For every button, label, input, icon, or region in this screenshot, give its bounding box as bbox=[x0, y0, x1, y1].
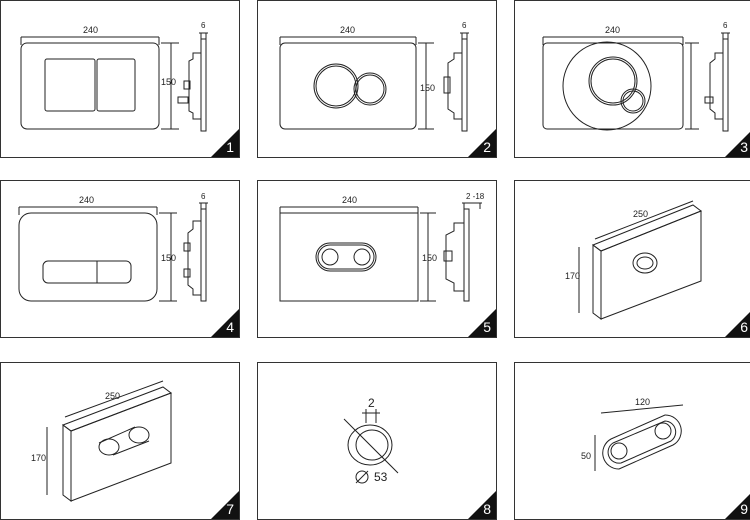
panel-8-number: 8 bbox=[483, 501, 491, 517]
panel-7-height-label: 170 bbox=[31, 453, 46, 463]
panel-3: 240 6 3 bbox=[514, 0, 750, 158]
panel-5-height-label: 150 bbox=[422, 253, 437, 263]
panel-1-height-label: 150 bbox=[161, 77, 176, 87]
panel-8-number-badge: 8 bbox=[468, 491, 496, 519]
panel-2: 240 150 6 2 bbox=[257, 0, 497, 158]
panel-2-drawing: 240 150 6 bbox=[279, 21, 469, 132]
panel-6-number-badge: 6 bbox=[725, 309, 750, 337]
panel-8-drawing: 2 53 bbox=[343, 396, 399, 484]
panel-9-height-label: 50 bbox=[581, 451, 591, 461]
panel-2-number: 2 bbox=[483, 139, 491, 155]
panel-7: 250 170 7 bbox=[0, 362, 240, 520]
panel-3-width-label: 240 bbox=[605, 25, 620, 35]
panel-3-drawing: 240 6 bbox=[542, 21, 730, 132]
panel-1-width-label: 240 bbox=[83, 25, 98, 35]
panel-5-number-badge: 5 bbox=[468, 309, 496, 337]
panel-1-depth-label: 6 bbox=[201, 21, 206, 30]
panel-6: 250 170 6 bbox=[514, 180, 750, 338]
panel-2-depth-label: 6 bbox=[462, 21, 467, 30]
panel-2-height-label: 150 bbox=[420, 83, 435, 93]
panel-8-thickness-label: 2 bbox=[368, 396, 375, 410]
panel-7-drawing: 250 170 bbox=[31, 380, 173, 502]
panel-2-width-label: 240 bbox=[340, 25, 355, 35]
panel-1-number: 1 bbox=[226, 139, 234, 155]
panel-9-number-badge: 9 bbox=[725, 491, 750, 519]
panel-9: 120 50 9 bbox=[514, 362, 750, 520]
panel-5-drawing: 240 150 2 -18 bbox=[279, 192, 485, 302]
panel-4: 240 150 6 4 bbox=[0, 180, 240, 338]
panel-7-number: 7 bbox=[226, 501, 234, 517]
panel-5-number: 5 bbox=[483, 319, 491, 335]
panel-6-height-label: 170 bbox=[565, 271, 580, 281]
panel-5-width-label: 240 bbox=[342, 195, 357, 205]
panel-7-number-badge: 7 bbox=[211, 491, 239, 519]
panel-3-number-badge: 3 bbox=[725, 129, 750, 157]
panel-2-number-badge: 2 bbox=[468, 129, 496, 157]
panel-4-number: 4 bbox=[226, 319, 234, 335]
panel-5: 240 150 2 -18 5 bbox=[257, 180, 497, 338]
panel-8-diameter-label: 53 bbox=[374, 470, 388, 484]
panel-3-depth-label: 6 bbox=[723, 21, 728, 30]
panel-4-depth-label: 6 bbox=[201, 192, 206, 201]
panel-6-width-label: 250 bbox=[633, 209, 648, 219]
panel-9-number: 9 bbox=[740, 501, 748, 517]
panel-9-drawing: 120 50 bbox=[581, 397, 684, 471]
panel-1-drawing: 240 150 6 bbox=[20, 21, 208, 132]
panel-1-number-badge: 1 bbox=[211, 129, 239, 157]
panel-4-height-label: 150 bbox=[161, 253, 176, 263]
panel-4-width-label: 240 bbox=[79, 195, 94, 205]
panel-6-drawing: 250 170 bbox=[565, 200, 703, 320]
panel-7-width-label: 250 bbox=[105, 391, 120, 401]
panel-6-number: 6 bbox=[740, 319, 748, 335]
panel-4-drawing: 240 150 6 bbox=[18, 192, 208, 302]
panel-5-depth-label: 2 -18 bbox=[466, 192, 485, 201]
panel-9-width-label: 120 bbox=[635, 397, 650, 407]
panel-4-number-badge: 4 bbox=[211, 309, 239, 337]
panel-8: 2 53 8 bbox=[257, 362, 497, 520]
panel-3-number: 3 bbox=[740, 139, 748, 155]
panel-1: 240 150 6 1 bbox=[0, 0, 240, 158]
